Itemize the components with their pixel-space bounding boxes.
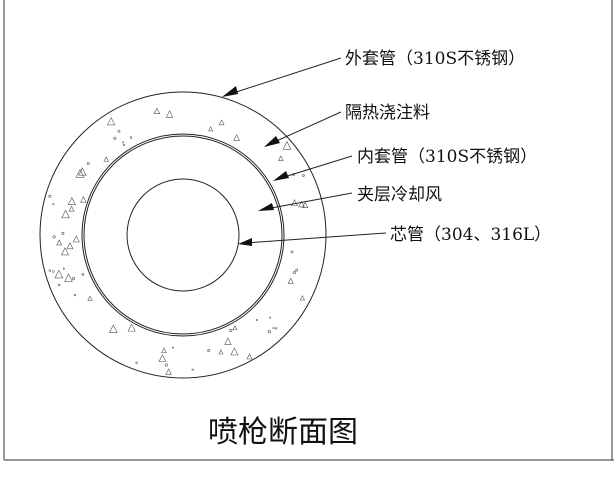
diagram-title: 喷枪断面图 <box>208 415 358 450</box>
speck-triangle <box>298 200 305 208</box>
outer-tube-inner-ring <box>81 133 285 337</box>
speck-dot <box>81 273 85 276</box>
speck-triangle <box>224 337 232 345</box>
speck-dot <box>229 328 233 333</box>
speck-dot <box>52 203 55 206</box>
speck-triangle <box>282 140 292 150</box>
speck-triangle <box>108 324 118 333</box>
speck-dot <box>129 136 133 139</box>
speck-triangle <box>161 347 167 354</box>
speck-dot <box>267 330 271 334</box>
speck-dot <box>72 277 76 281</box>
speck-dot <box>135 361 138 364</box>
speck-triangle <box>54 269 64 279</box>
speck-dot <box>164 363 168 367</box>
speck-dot <box>48 194 52 198</box>
leader-inner-tube <box>273 155 353 181</box>
speck-dot <box>73 294 76 297</box>
speck-triangle <box>278 155 284 161</box>
leader-core-tube <box>238 232 387 246</box>
label-cooling-air: 夹层冷却风 <box>357 185 442 205</box>
speck-triangle <box>72 235 80 243</box>
speck-triangle <box>287 277 294 284</box>
inner-tube-ring <box>83 135 283 335</box>
speck-dot <box>48 269 51 272</box>
leader-cooling-air <box>258 192 353 211</box>
speck-dot <box>290 250 294 254</box>
speck-dot <box>269 316 272 319</box>
speck-triangle <box>106 116 116 126</box>
speck-triangle <box>246 353 253 360</box>
speck-triangle <box>233 134 240 141</box>
speck-triangle <box>80 196 87 203</box>
speck-dot <box>122 144 125 147</box>
speck-dot <box>295 268 299 272</box>
speck-triangle <box>299 295 306 301</box>
speck-triangle <box>64 273 73 282</box>
speck-triangle <box>67 196 76 205</box>
outer-tube-outer-ring <box>39 91 327 379</box>
label-insulation: 隔热浇注料 <box>345 103 430 123</box>
speck-triangle <box>218 349 224 355</box>
speck-dot <box>255 318 258 321</box>
speck-triangle <box>158 354 167 362</box>
speck-triangle <box>127 323 136 332</box>
leader-outer-tube <box>222 57 342 97</box>
speck-dot <box>301 174 305 177</box>
speck-triangle <box>78 167 87 176</box>
speck-triangle <box>75 168 85 178</box>
speck-triangle <box>61 209 70 219</box>
speck-triangle <box>56 239 63 246</box>
leader-insulation <box>264 111 342 147</box>
speck-dot <box>122 141 125 144</box>
speck-dot <box>272 327 275 329</box>
speck-triangle <box>66 242 74 250</box>
speck-triangle <box>68 205 75 212</box>
speck-dot <box>292 270 296 275</box>
speck-triangle <box>165 110 174 118</box>
speck-dot <box>61 231 65 235</box>
label-core-tube: 芯管（304、316L） <box>390 225 551 245</box>
speck-dot <box>275 327 278 330</box>
speck-triangle <box>290 199 298 207</box>
speck-dot <box>207 349 211 352</box>
insulation-texture <box>48 107 309 375</box>
speck-triangle <box>208 126 214 132</box>
speck-dot <box>113 136 117 140</box>
label-inner-tube: 内套管（310S不锈钢） <box>357 147 537 167</box>
speck-triangle <box>230 347 239 356</box>
speck-triangle <box>103 156 109 162</box>
speck-triangle <box>218 119 225 126</box>
speck-triangle <box>87 295 93 301</box>
speck-triangle <box>232 324 238 331</box>
speck-dot <box>191 368 194 371</box>
speck-dot <box>62 267 65 270</box>
speck-dot <box>58 283 61 287</box>
speck-dot <box>52 270 55 273</box>
speck-dot <box>52 235 56 239</box>
speck-dot <box>172 346 175 349</box>
speck-dot <box>117 129 121 133</box>
speck-triangle <box>165 368 172 375</box>
speck-dot <box>86 162 90 165</box>
core-tube-ring <box>126 178 240 292</box>
label-outer-tube: 外套管（310S不锈钢） <box>345 49 525 69</box>
speck-triangle <box>61 247 70 256</box>
speck-triangle <box>301 201 309 208</box>
speck-triangle <box>153 107 161 115</box>
